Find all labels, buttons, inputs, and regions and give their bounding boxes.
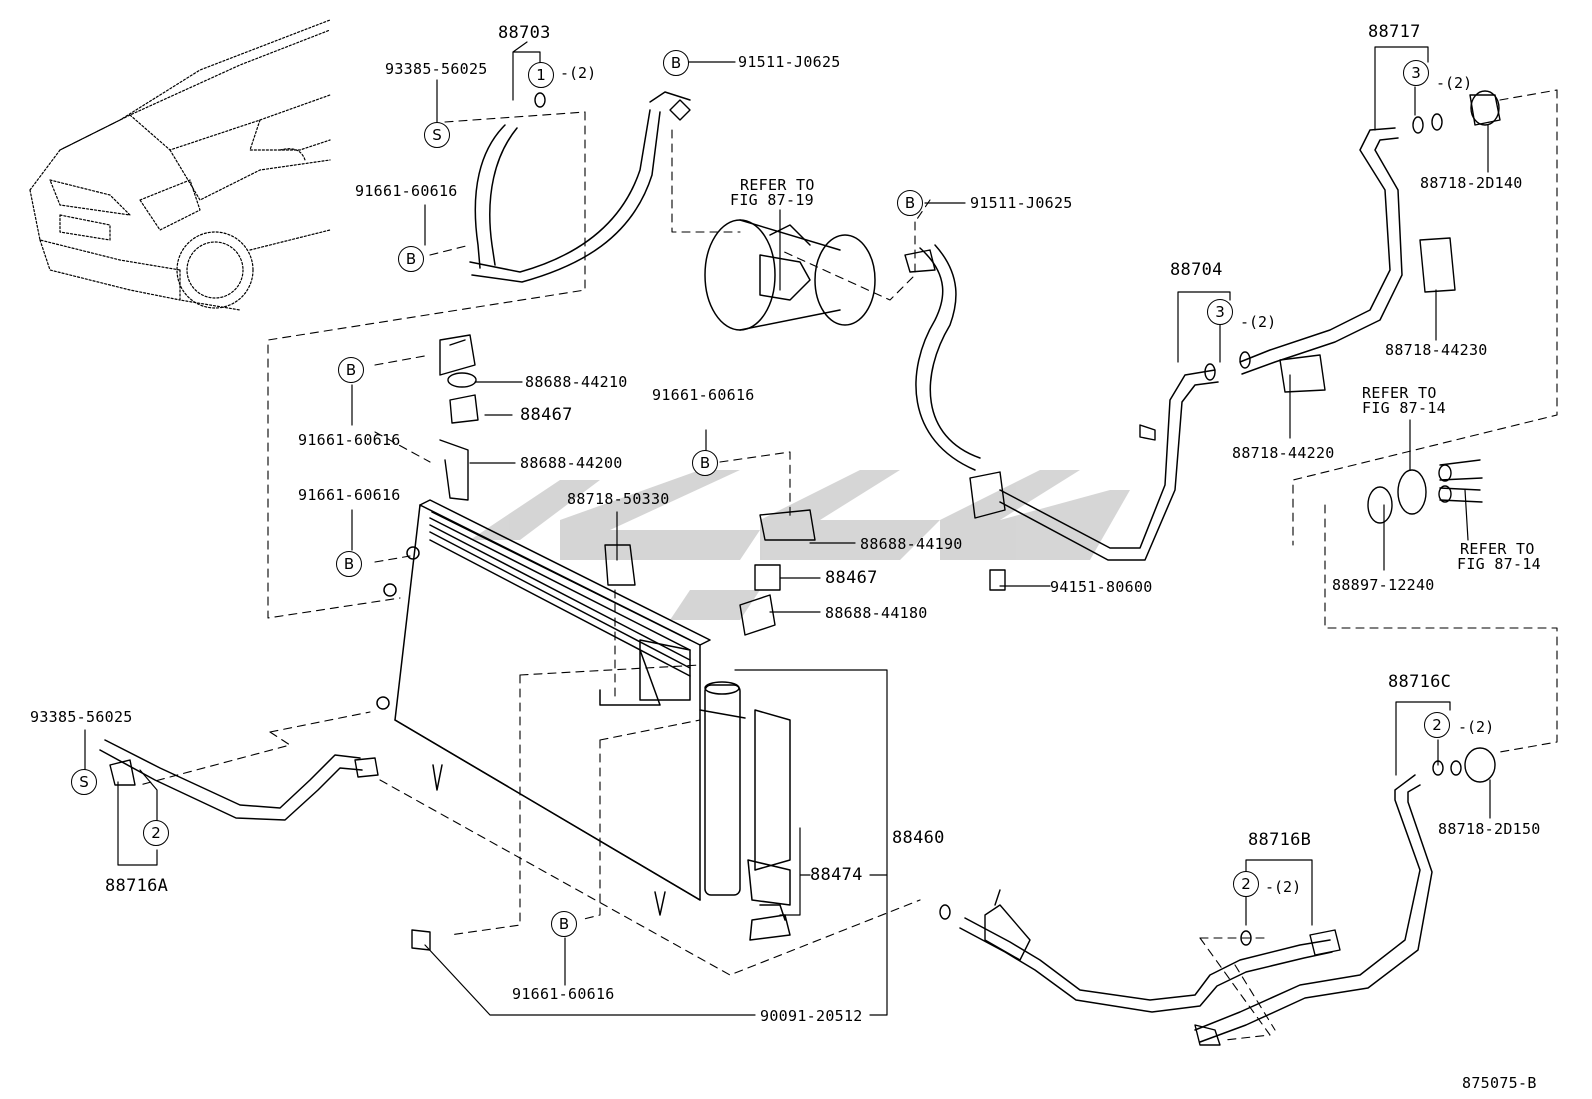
- refer-fig-87-14-b-line2: FIG 87-14: [1457, 555, 1541, 573]
- watermark-logo: [470, 470, 1130, 620]
- callout-2: 2: [143, 820, 169, 846]
- part-93385-56025-top-label: 93385-56025: [385, 60, 488, 78]
- part-88688-44200-label: 88688-44200: [520, 454, 623, 472]
- quantity-note: -(2): [560, 64, 597, 82]
- callout-2: 2: [1424, 712, 1450, 738]
- part-88688-44210-label: 88688-44210: [525, 373, 628, 391]
- leader-lines: [84, 41, 1491, 1016]
- figure-id-label: 875075-B: [1462, 1074, 1537, 1092]
- part-88716a-label: 88716A: [105, 876, 169, 896]
- car-illustration: [29, 19, 331, 311]
- quantity-note: -(2): [1240, 313, 1277, 331]
- part-88718-2d140-label: 88718-2D140: [1420, 174, 1523, 192]
- part-88718-44230-label: 88718-44230: [1385, 341, 1488, 359]
- callout-3: 3: [1207, 299, 1233, 325]
- part-88718-2d150-label: 88718-2D150: [1438, 820, 1541, 838]
- refer-fig-87-14-a-line2: FIG 87-14: [1362, 399, 1446, 417]
- part-90091-20512-label: 90091-20512: [760, 1007, 863, 1025]
- dashed-guides: [139, 89, 1558, 1041]
- refer-fig-87-14-b-line1: REFER TO: [1460, 540, 1535, 558]
- callout-b: B: [692, 450, 718, 476]
- part-91661-60616-mid-label: 91661-60616: [652, 386, 755, 404]
- part-91661-60616-c-label: 91661-60616: [298, 486, 401, 504]
- refer-fig-87-14-a-line1: REFER TO: [1362, 384, 1437, 402]
- part-91511-j0625-a-label: 91511-J0625: [738, 53, 841, 71]
- part-88474-label: 88474: [810, 865, 863, 885]
- part-91661-60616-top-label: 91661-60616: [355, 182, 458, 200]
- callout-b: B: [663, 50, 689, 76]
- condenser: [376, 499, 791, 941]
- callout-1: 1: [528, 62, 554, 88]
- callout-b: B: [338, 357, 364, 383]
- compressor: [704, 219, 876, 331]
- part-88703-label: 88703: [498, 23, 551, 43]
- refer-fig-87-19-line2: FIG 87-19: [730, 191, 814, 209]
- part-88467-a-label: 88467: [520, 405, 573, 425]
- part-88897-12240-label: 88897-12240: [1332, 576, 1435, 594]
- callout-s: S: [424, 122, 450, 148]
- part-88716c-label: 88716C: [1388, 672, 1452, 692]
- quantity-note: -(2): [1265, 878, 1302, 896]
- hardware-parts: [109, 90, 1501, 1046]
- part-88717-label: 88717: [1368, 22, 1421, 42]
- callout-b: B: [897, 190, 923, 216]
- part-88704-label: 88704: [1170, 260, 1223, 280]
- part-88718-50330-label: 88718-50330: [567, 490, 670, 508]
- callout-2: 2: [1233, 871, 1259, 897]
- callout-s: S: [71, 769, 97, 795]
- part-88716b-label: 88716B: [1248, 830, 1312, 850]
- part-91661-60616-b-label: 91661-60616: [298, 431, 401, 449]
- part-88688-44190-label: 88688-44190: [860, 535, 963, 553]
- part-91661-60616-bottom-label: 91661-60616: [512, 985, 615, 1003]
- callout-b: B: [551, 911, 577, 937]
- refer-fig-87-19-line1: REFER TO: [740, 176, 815, 194]
- part-88688-44180-label: 88688-44180: [825, 604, 928, 622]
- part-88467-b-label: 88467: [825, 568, 878, 588]
- part-93385-56025-bottom-label: 93385-56025: [30, 708, 133, 726]
- ac-hoses: [99, 91, 1433, 1043]
- part-88718-44220-label: 88718-44220: [1232, 444, 1335, 462]
- callout-b: B: [398, 246, 424, 272]
- part-88460-label: 88460: [892, 828, 945, 848]
- callout-b: B: [336, 551, 362, 577]
- callout-3: 3: [1403, 60, 1429, 86]
- part-94151-80600-label: 94151-80600: [1050, 578, 1153, 596]
- part-91511-j0625-b-label: 91511-J0625: [970, 194, 1073, 212]
- quantity-note: -(2): [1458, 718, 1495, 736]
- quantity-note: -(2): [1436, 74, 1473, 92]
